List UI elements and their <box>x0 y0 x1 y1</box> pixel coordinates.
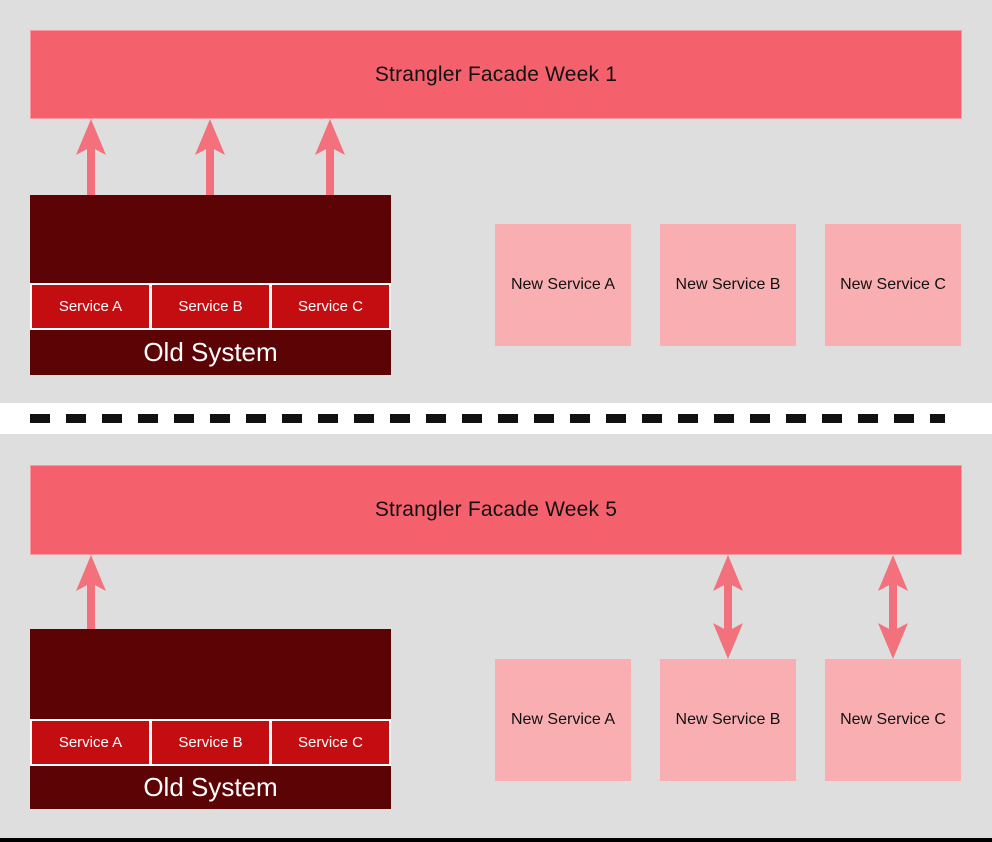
new-service-c-week1: New Service C <box>825 224 961 346</box>
old-system-label-week5: Old System <box>143 772 278 802</box>
old-system-box-week5: Service A Service B Service C Old System <box>30 629 391 809</box>
facade-week1-label: Strangler Facade Week 1 <box>374 62 618 86</box>
double-arrow-facade-to-new-service-b-week5 <box>713 555 743 659</box>
new-service-a-week1: New Service A <box>495 224 631 346</box>
panel-week1: Strangler Facade Week 1 <box>0 0 992 403</box>
dashed-separator-line <box>30 414 945 423</box>
double-arrow-facade-to-new-service-c-week5 <box>878 555 908 659</box>
service-row-week1: Service A Service B Service C <box>30 283 391 330</box>
service-a-week5: Service A <box>32 721 149 764</box>
old-system-box-week1: Service A Service B Service C Old System <box>30 195 391 375</box>
facade-week5-label: Strangler Facade Week 5 <box>374 498 618 521</box>
service-b-week5: Service B <box>152 721 269 764</box>
panel-week5: Strangler Facade Week 5 <box>0 434 992 838</box>
facade-bar-week5: Strangler Facade Week 5 <box>30 465 962 555</box>
service-b-week1: Service B <box>152 285 269 328</box>
service-c-week1: Service C <box>272 285 389 328</box>
service-c-week5: Service C <box>272 721 389 764</box>
old-system-label-week1: Old System <box>143 337 278 367</box>
facade-bar-week1: Strangler Facade Week 1 <box>30 30 962 119</box>
service-row-week5: Service A Service B Service C <box>30 719 391 766</box>
new-service-c-week5: New Service C <box>825 659 961 781</box>
new-service-b-week1: New Service B <box>660 224 796 346</box>
timeline-divider <box>0 403 992 434</box>
new-service-b-week5: New Service B <box>660 659 796 781</box>
service-a-week1: Service A <box>32 285 149 328</box>
bottom-border-line <box>0 838 992 842</box>
new-service-a-week5: New Service A <box>495 659 631 781</box>
